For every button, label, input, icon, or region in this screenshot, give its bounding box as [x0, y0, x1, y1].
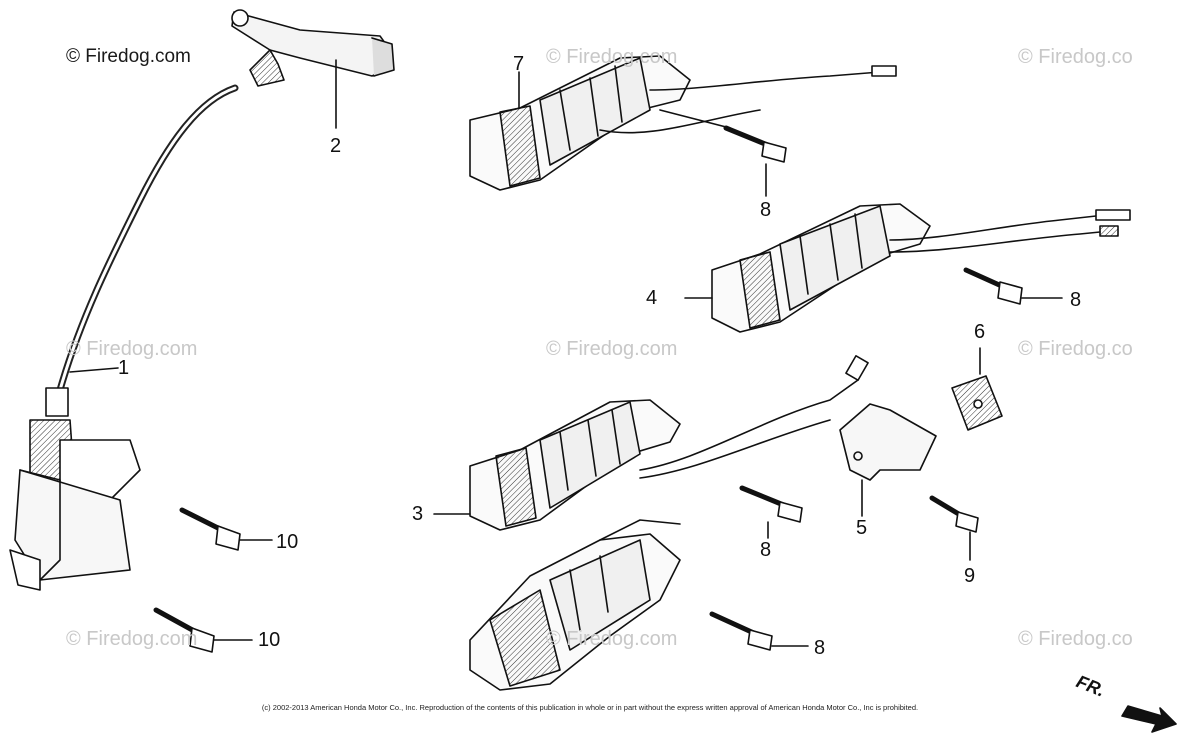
callout-10[interactable]: 10: [258, 629, 281, 651]
copyright-notice: (c) 2002-2013 American Honda Motor Co., …: [261, 703, 919, 712]
bolt-8-top[interactable]: [723, 125, 787, 197]
watermark: © Firedog.co: [1018, 338, 1133, 360]
exciter-coil-4[interactable]: [684, 203, 1131, 333]
bolt-8-bottom[interactable]: [709, 611, 809, 651]
bolt-8-right[interactable]: [963, 267, 1063, 305]
exciter-coil-7[interactable]: [469, 55, 897, 191]
ignition-coil[interactable]: [9, 84, 239, 591]
watermark: © Firedog.co: [1018, 628, 1133, 650]
watermark: © Firedog.com: [546, 338, 678, 360]
callout-8[interactable]: 8: [814, 637, 826, 659]
callout-3[interactable]: 3: [412, 503, 424, 525]
callout-6[interactable]: 6: [974, 321, 986, 343]
bolt-8-middle[interactable]: [739, 485, 803, 539]
bolt-10-top[interactable]: [179, 507, 273, 551]
callout-9[interactable]: 9: [964, 565, 976, 587]
watermark: © Firedog.com: [66, 338, 198, 360]
callout-7[interactable]: 7: [513, 53, 525, 75]
watermark: © Firedog.com: [66, 628, 198, 650]
watermark: © Firedog.com: [66, 46, 191, 67]
exciter-coil-3[interactable]: [433, 355, 869, 531]
callout-4[interactable]: 4: [646, 287, 658, 309]
watermark: © Firedog.com: [546, 46, 678, 68]
callout-8[interactable]: 8: [760, 539, 772, 561]
callout-2[interactable]: 2: [330, 135, 342, 157]
watermark: © Firedog.com: [546, 628, 678, 650]
clip-6[interactable]: [951, 347, 1003, 431]
bolt-10-bottom[interactable]: [153, 607, 253, 653]
bolt-9[interactable]: [929, 495, 979, 561]
watermark: © Firedog.co: [1018, 46, 1133, 68]
exciter-coil-bottom[interactable]: [469, 519, 681, 691]
callout-1[interactable]: 1: [118, 357, 130, 379]
front-direction-arrow-icon: [1121, 705, 1177, 733]
callout-10[interactable]: 10: [276, 531, 299, 553]
spark-plug-cap[interactable]: [231, 9, 395, 129]
callout-8[interactable]: 8: [1070, 289, 1082, 311]
callout-8[interactable]: 8: [760, 199, 772, 221]
callout-5[interactable]: 5: [856, 517, 868, 539]
bracket-5[interactable]: [839, 403, 937, 517]
